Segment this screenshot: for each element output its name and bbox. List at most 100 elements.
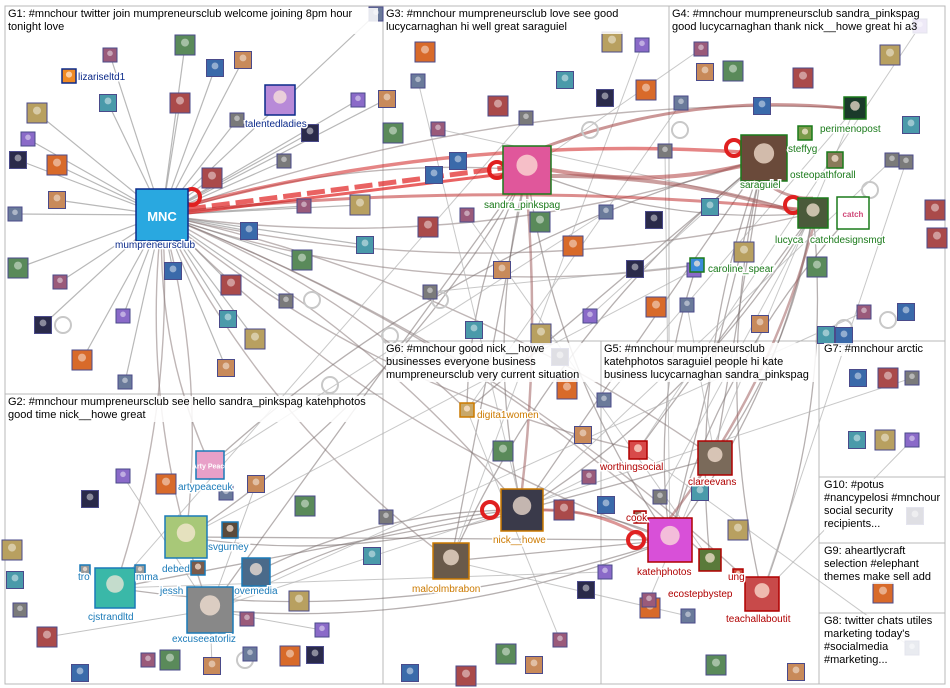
avatar-icon[interactable]: [401, 664, 419, 682]
avatar-icon[interactable]: [679, 297, 695, 313]
node-jovemedia[interactable]: jovemedia: [230, 557, 280, 599]
avatar-icon[interactable]: [159, 649, 181, 671]
avatar-icon[interactable]: [52, 274, 68, 290]
avatar-icon[interactable]: [596, 89, 614, 107]
avatar-icon[interactable]: [417, 216, 439, 238]
node-caroline-spear[interactable]: caroline_spear: [689, 257, 776, 277]
node-teachallaboutit[interactable]: teachallaboutit: [725, 576, 792, 627]
avatar-icon[interactable]: [848, 431, 866, 449]
avatar-icon[interactable]: [874, 429, 896, 451]
avatar-icon[interactable]: [278, 293, 294, 309]
avatar-icon[interactable]: [552, 632, 568, 648]
avatar-icon[interactable]: [7, 257, 29, 279]
avatar-icon[interactable]: [206, 59, 224, 77]
avatar-icon[interactable]: [924, 199, 946, 221]
avatar-icon[interactable]: [12, 602, 28, 618]
avatar-icon[interactable]: [856, 304, 872, 320]
avatar-icon[interactable]: [140, 652, 156, 668]
avatar-icon[interactable]: [378, 509, 394, 525]
node-clareevans[interactable]: clareevans: [687, 440, 738, 490]
node-saraguiel[interactable]: saraguiel: [739, 134, 788, 193]
node-sandra-pinkspag[interactable]: sandra_pinkspag: [483, 145, 562, 213]
avatar-icon[interactable]: [349, 194, 371, 216]
node-jessh[interactable]: jessh: [158, 560, 206, 599]
avatar-icon[interactable]: [242, 646, 258, 662]
avatar-icon[interactable]: [492, 440, 514, 462]
node-nick--howe[interactable]: nick__howe: [492, 488, 548, 548]
avatar-icon[interactable]: [733, 241, 755, 263]
avatar-icon[interactable]: [301, 124, 319, 142]
avatar-icon[interactable]: [455, 665, 477, 687]
avatar-icon[interactable]: [288, 590, 310, 612]
node-lizariseltd1[interactable]: lizariseltd1: [61, 68, 127, 85]
avatar-icon[interactable]: [410, 73, 426, 89]
avatar-icon[interactable]: [641, 592, 657, 608]
avatar-icon[interactable]: [792, 67, 814, 89]
avatar-icon[interactable]: [574, 426, 592, 444]
avatar-icon[interactable]: [115, 308, 131, 324]
node-digita1women[interactable]: digita1women: [459, 402, 540, 423]
avatar-icon[interactable]: [102, 47, 118, 63]
avatar-icon[interactable]: [34, 316, 52, 334]
avatar-icon[interactable]: [350, 92, 366, 108]
avatar-icon[interactable]: [645, 296, 667, 318]
node-tro[interactable]: tro: [77, 564, 92, 585]
avatar-icon[interactable]: [751, 315, 769, 333]
avatar-icon[interactable]: [562, 235, 584, 257]
avatar-icon[interactable]: [201, 167, 223, 189]
avatar-icon[interactable]: [174, 34, 196, 56]
avatar-icon[interactable]: [459, 207, 475, 223]
avatar-icon[interactable]: [598, 204, 614, 220]
node-katehphotos[interactable]: katehphotos: [636, 517, 693, 580]
avatar-icon[interactable]: [239, 611, 255, 627]
avatar-icon[interactable]: [487, 95, 509, 117]
avatar-icon[interactable]: [363, 547, 381, 565]
node-worthingsocial[interactable]: worthingsocial: [598, 440, 665, 475]
avatar-icon[interactable]: [36, 626, 58, 648]
avatar-icon[interactable]: [597, 564, 613, 580]
avatar-icon[interactable]: [71, 349, 93, 371]
avatar-icon[interactable]: [904, 370, 920, 386]
avatar-icon[interactable]: [26, 102, 48, 124]
avatar-icon[interactable]: [787, 663, 805, 681]
node-perimenopost[interactable]: perimenopost: [819, 96, 882, 137]
avatar-icon[interactable]: [553, 499, 575, 521]
avatar-icon[interactable]: [596, 392, 612, 408]
avatar-icon[interactable]: [218, 485, 234, 501]
avatar-icon[interactable]: [582, 308, 598, 324]
avatar-icon[interactable]: [691, 483, 709, 501]
avatar-icon[interactable]: [422, 284, 438, 300]
avatar-icon[interactable]: [652, 489, 668, 505]
avatar-icon[interactable]: [382, 122, 404, 144]
avatar-icon[interactable]: [7, 206, 23, 222]
avatar-icon[interactable]: [727, 519, 749, 541]
avatar-icon[interactable]: [296, 198, 312, 214]
avatar-icon[interactable]: [247, 475, 265, 493]
avatar-icon[interactable]: [581, 469, 597, 485]
avatar-icon[interactable]: [99, 94, 117, 112]
avatar-icon[interactable]: [220, 274, 242, 296]
avatar-icon[interactable]: [493, 261, 511, 279]
avatar-icon[interactable]: [877, 367, 899, 389]
node-mma[interactable]: mma: [134, 564, 160, 585]
avatar-icon[interactable]: [155, 473, 177, 495]
avatar-icon[interactable]: [203, 657, 221, 675]
avatar-icon[interactable]: [229, 112, 245, 128]
avatar-icon[interactable]: [115, 468, 131, 484]
node-excuseeatorliz[interactable]: excuseeatorliz: [171, 586, 237, 647]
avatar-icon[interactable]: [356, 236, 374, 254]
avatar-icon[interactable]: [244, 328, 266, 350]
avatar-icon[interactable]: [722, 60, 744, 82]
node-lucyca[interactable]: lucyca: [774, 197, 829, 248]
avatar-icon[interactable]: [556, 71, 574, 89]
avatar-icon[interactable]: [1, 539, 23, 561]
avatar-icon[interactable]: [306, 646, 324, 664]
avatar-icon[interactable]: [169, 92, 191, 114]
avatar-icon[interactable]: [465, 321, 483, 339]
avatar-icon[interactable]: [680, 608, 696, 624]
avatar-icon[interactable]: [657, 143, 673, 159]
avatar-icon[interactable]: [635, 79, 657, 101]
